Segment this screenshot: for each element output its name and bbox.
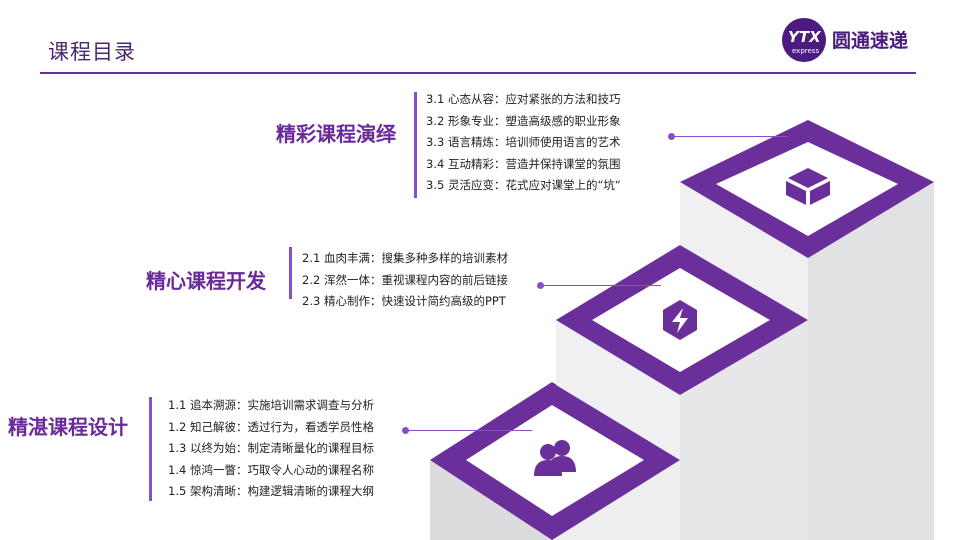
- brand-logo: YTX express 圆通速递: [782, 18, 922, 64]
- list-item: 3.2 形象专业：塑造高级感的职业形象: [426, 113, 621, 128]
- list-item: 3.3 语言精炼：培训师使用语言的艺术: [426, 135, 621, 149]
- list-item: 1.1 追本溯源：实施培训需求调查与分析: [168, 398, 374, 412]
- connector-dot-2: [537, 282, 544, 289]
- section-bracket-1: [149, 397, 152, 501]
- title-divider: [40, 72, 916, 74]
- connector-line-3: [674, 136, 788, 137]
- section-heading-3: 精彩课程演绎: [276, 122, 396, 146]
- list-item: 3.5 灵活应变：花式应对课堂上的“坑“: [426, 178, 621, 192]
- connector-dot-1: [402, 427, 409, 434]
- lightning-hexagon-icon: [663, 300, 697, 340]
- connector-line-2: [543, 285, 661, 286]
- brand-mark-sub: express: [792, 47, 820, 55]
- list-item: 2.2 浑然一体：重视课程内容的前后链接: [302, 272, 508, 287]
- list-item: 3.4 互动精彩：营造并保持课堂的氛围: [426, 156, 621, 171]
- section-bracket-2: [289, 247, 292, 299]
- list-item: 3.1 心态从容：应对紧张的方法和技巧: [426, 92, 621, 106]
- connector-line-1: [408, 430, 532, 431]
- page-title: 课程目录: [48, 40, 136, 64]
- brand-logo-mark: YTX express: [782, 18, 826, 62]
- users-icon: [534, 440, 576, 476]
- list-item: 2.1 血肉丰满：搜集多种多样的培训素材: [302, 251, 508, 265]
- list-item: 2.3 精心制作：快速设计简约高级的PPT: [302, 294, 506, 308]
- section-list-1: 1.1 追本溯源：实施培训需求调查与分析 1.2 知己解彼：透过行为，看透学员性…: [168, 395, 374, 503]
- step-3: [680, 120, 934, 540]
- section-list-2: 2.1 血肉丰满：搜集多种多样的培训素材 2.2 浑然一体：重视课程内容的前后链…: [302, 248, 508, 313]
- section-heading-2: 精心课程开发: [146, 269, 266, 293]
- list-item: 1.5 架构清晰：构建逻辑清晰的课程大纲: [168, 484, 374, 498]
- brand-mark-text: YTX: [788, 28, 821, 46]
- section-list-3: 3.1 心态从容：应对紧张的方法和技巧 3.2 形象专业：塑造高级感的职业形象 …: [426, 89, 621, 197]
- list-item: 1.4 惊鸿一瞥：巧取令人心动的课程名称: [168, 462, 374, 477]
- section-heading-1: 精湛课程设计: [8, 415, 128, 439]
- list-item: 1.3 以终为始：制定清晰量化的课程目标: [168, 441, 374, 455]
- brand-name: 圆通速递: [832, 30, 909, 52]
- section-bracket-3: [414, 92, 417, 198]
- connector-dot-3: [668, 133, 675, 140]
- cube-box-icon: [786, 168, 830, 205]
- list-item: 1.2 知己解彼：透过行为，看透学员性格: [168, 419, 374, 434]
